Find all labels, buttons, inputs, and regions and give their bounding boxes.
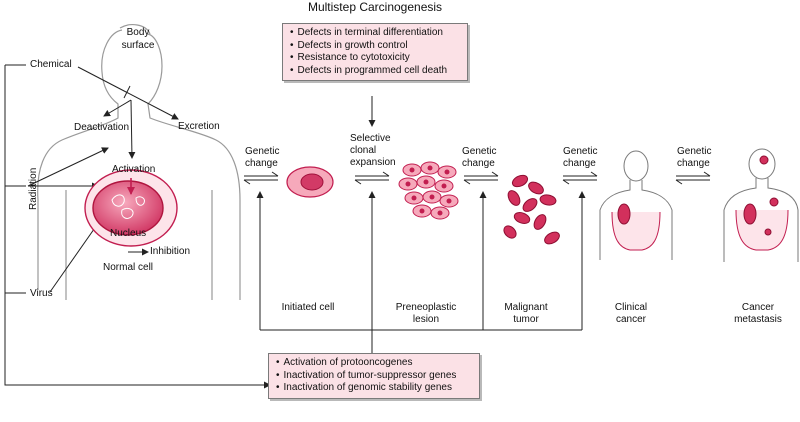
metastasis-figure — [723, 148, 799, 262]
eq-arrow-3 — [463, 171, 499, 185]
preneoplastic-cluster — [398, 161, 459, 220]
transition-label-2: Selective clonal expansion — [350, 133, 396, 168]
label-chemical: Chemical — [30, 59, 72, 70]
label-virus: Virus — [30, 288, 53, 299]
stage-label-clinical: Clinical cancer — [614, 302, 648, 325]
transition-label-4: Genetic change — [563, 146, 598, 169]
malignant-cluster — [503, 174, 560, 245]
stage-label-metastasis: Cancer metastasis — [734, 302, 782, 325]
label-excretion: Excretion — [178, 121, 220, 132]
label-surface: surface — [121, 40, 155, 51]
top-box-item: Defects in growth control — [290, 40, 460, 53]
label-normal-cell: Normal cell — [103, 262, 154, 273]
label-inhibition: Inhibition — [150, 246, 191, 257]
transition-label-5: Genetic change — [677, 146, 712, 169]
transition-label-3: Genetic change — [462, 146, 497, 169]
clinical-cancer-figure — [599, 150, 673, 260]
eq-arrow-2 — [354, 171, 390, 185]
stage-label-malignant: Malignant tumor — [504, 302, 548, 325]
progression-frame — [256, 96, 586, 357]
genetic-changes-box: Activation of protooncogenes Inactivatio… — [268, 353, 480, 399]
diagram-title: Multistep Carcinogenesis — [307, 0, 443, 14]
label-deactivation: Deactivation — [74, 122, 130, 133]
label-body: Body — [126, 27, 150, 38]
label-activation: Activation — [112, 164, 156, 175]
bottom-box-item: Inactivation of tumor-suppressor genes — [276, 370, 472, 383]
eq-arrow-4 — [562, 171, 598, 185]
stage-label-preneoplastic: Preneoplastic lesion — [395, 302, 457, 325]
top-box-item: Defects in programmed cell death — [290, 65, 460, 78]
label-radiation: Radiation — [28, 167, 39, 210]
stage-label-initiated: Initiated cell — [281, 302, 335, 313]
transition-label-1: Genetic change — [245, 146, 280, 169]
normal-cell — [84, 169, 178, 247]
top-box-item: Resistance to cytotoxicity — [290, 52, 460, 65]
body-silhouette — [37, 24, 241, 300]
label-nucleus: Nucleus — [110, 228, 147, 239]
phenotype-defects-box: Defects in terminal differentiation Defe… — [282, 23, 468, 81]
equilibrium-arrows — [243, 171, 711, 185]
top-box-item: Defects in terminal differentiation — [290, 27, 460, 40]
bottom-box-item: Inactivation of genomic stability genes — [276, 382, 472, 395]
left-frame — [4, 64, 271, 389]
initiated-cell — [286, 166, 334, 198]
bottom-box-item: Activation of protooncogenes — [276, 357, 472, 370]
eq-arrow-5 — [675, 171, 711, 185]
eq-arrow-1 — [243, 171, 279, 185]
